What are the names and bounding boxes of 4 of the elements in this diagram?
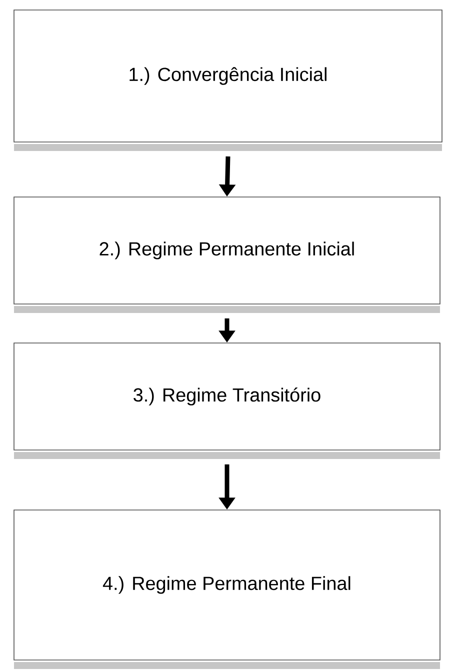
process-box: 3.) Regime Transitório [14, 342, 440, 459]
process-box: 1.) Convergência Inicial [14, 10, 442, 151]
process-box: 2.) Regime Permanente Inicial [14, 196, 440, 313]
process-box: 4.) Regime Permanente Final [14, 510, 440, 669]
